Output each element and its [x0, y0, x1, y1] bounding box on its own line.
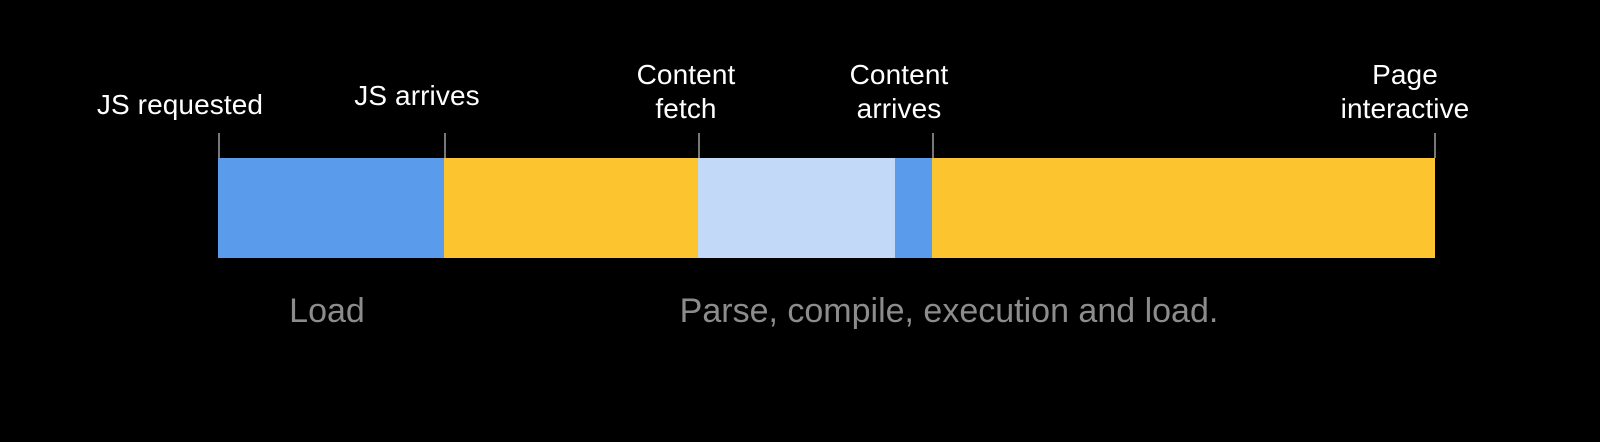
milestone-label-content-arrives: Content arrives [849, 59, 949, 124]
tick-mark-content-fetch [698, 133, 700, 158]
bar-segment-execution [932, 158, 1435, 258]
bar-segment-parse-compile-1 [444, 158, 698, 258]
tick-mark-content-arrives [932, 133, 934, 158]
timeline-bar [218, 158, 1435, 258]
milestone-label-content-fetch: Content fetch [636, 59, 736, 124]
phase-caption-load-phase: Load [289, 292, 365, 330]
milestone-label-js-arrives: JS arrives [354, 80, 480, 111]
tick-mark-js-arrives [444, 133, 446, 158]
milestone-label-js-requested: JS requested [96, 89, 264, 120]
bar-segment-content-fetch [698, 158, 895, 258]
milestone-label-page-interactive: Page interactive [1340, 59, 1470, 124]
bar-segment-content-load [895, 158, 932, 258]
tick-mark-js-requested [218, 133, 220, 158]
tick-mark-page-interactive [1434, 133, 1436, 158]
bar-segment-load [218, 158, 444, 258]
phase-caption-parse-phase: Parse, compile, execution and load. [679, 292, 1219, 330]
